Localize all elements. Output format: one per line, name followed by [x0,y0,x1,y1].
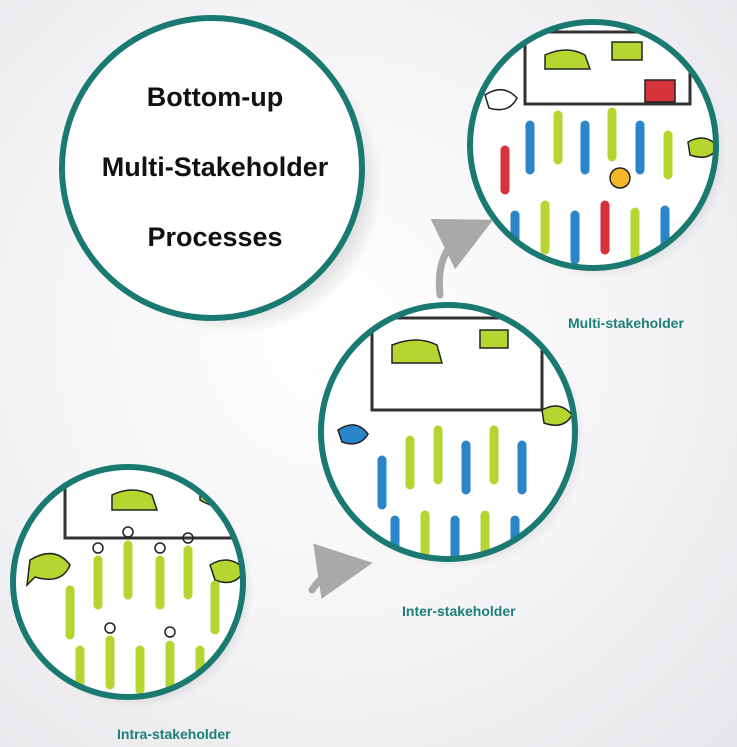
title-line-1: Bottom-up [146,82,284,112]
projection-screen-1 [63,467,243,540]
title-line-3: Processes [147,222,283,252]
title-circle [59,15,383,334]
stakeholder-figures-1 [65,540,220,695]
projection-screen-2 [370,316,544,412]
caption-inter-stakeholder: Inter-stakeholder [402,603,516,619]
caption-multi-stakeholder: Multi-stakeholder [568,315,684,331]
caption-intra-stakeholder: Intra-stakeholder [117,726,231,742]
thought-bubble-icon [484,89,518,111]
speech-bubble-icon [25,552,71,588]
cow-sketch-2 [391,339,443,364]
speech-bubble-icon [209,559,243,584]
lightbulb-icon [609,167,631,189]
speech-bubble-icon [337,424,369,445]
arrow-inter-to-multi [430,219,494,299]
inter-stakeholder-circle [318,302,586,570]
multi-stakeholder-circle [467,19,727,279]
speech-bubble-icon [687,137,716,158]
intra-stakeholder-circle [10,464,254,708]
table-sketch [644,79,676,103]
arrow-intra-to-inter [308,543,373,599]
title-line-2: Multi-Stakeholder [101,152,329,182]
cow-sketch-1 [111,489,159,511]
cow-sketch-3 [544,49,592,70]
